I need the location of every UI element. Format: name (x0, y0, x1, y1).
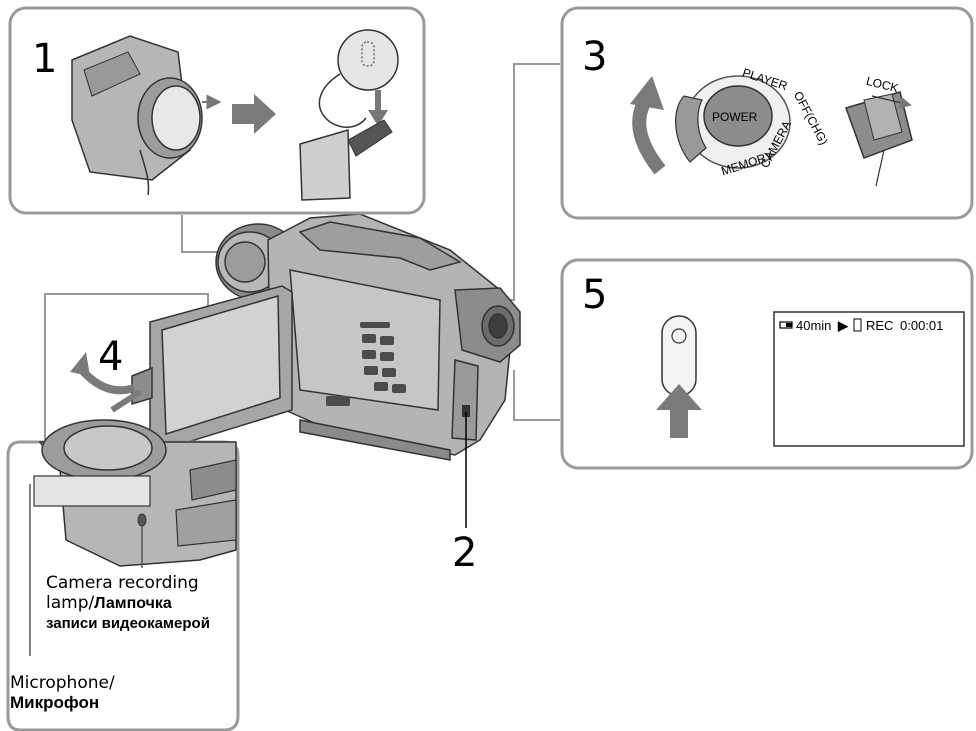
step-4-number: 4 (98, 334, 123, 380)
step-3-number: 3 (582, 34, 607, 80)
timecode-counter: 0:00:01 (900, 318, 943, 333)
lamp-label-ru-line1: Лампочка (94, 595, 172, 612)
microphone-grille (33, 475, 151, 507)
lamp-label-en-line2: lamp/ (46, 593, 94, 613)
panel-step-5: 5 40min ▶ REC 0:00:01 (560, 258, 974, 470)
lcd-panel (131, 285, 293, 451)
microphone-label-ru: Микрофон (10, 693, 99, 712)
recording-lamp (137, 513, 147, 527)
panel-detail-front: Camera recording lamp/Лампочка записи ви… (6, 419, 240, 731)
open-lcd-arrow (70, 352, 142, 413)
lamp-label-ru-line2: записи видеокамерой (46, 615, 210, 632)
lcd-recording-screen (773, 311, 965, 447)
step-2-number: 2 (452, 530, 477, 576)
microphone-label-en: Microphone/ (10, 673, 115, 693)
step-5-number: 5 (582, 272, 607, 318)
sp-mode-icon (853, 318, 862, 332)
power-label: POWER (712, 110, 758, 124)
rec-indicator: REC (866, 318, 893, 333)
panel-step-1: 1 (8, 6, 426, 215)
tape-icon: ▶ (837, 318, 849, 333)
lamp-label-en-line1: Camera recording (46, 573, 199, 593)
lamp-label-line2: lamp/Лампочка (46, 593, 172, 613)
panel-step-3: 3 POWER PLAYER OFF(CHG) CAMERA MEMORY LO… (560, 6, 974, 220)
camcorder-main (215, 213, 521, 461)
battery-remaining: 40min (796, 318, 831, 333)
battery-fill-icon (786, 323, 792, 327)
step-1-number: 1 (32, 36, 57, 82)
